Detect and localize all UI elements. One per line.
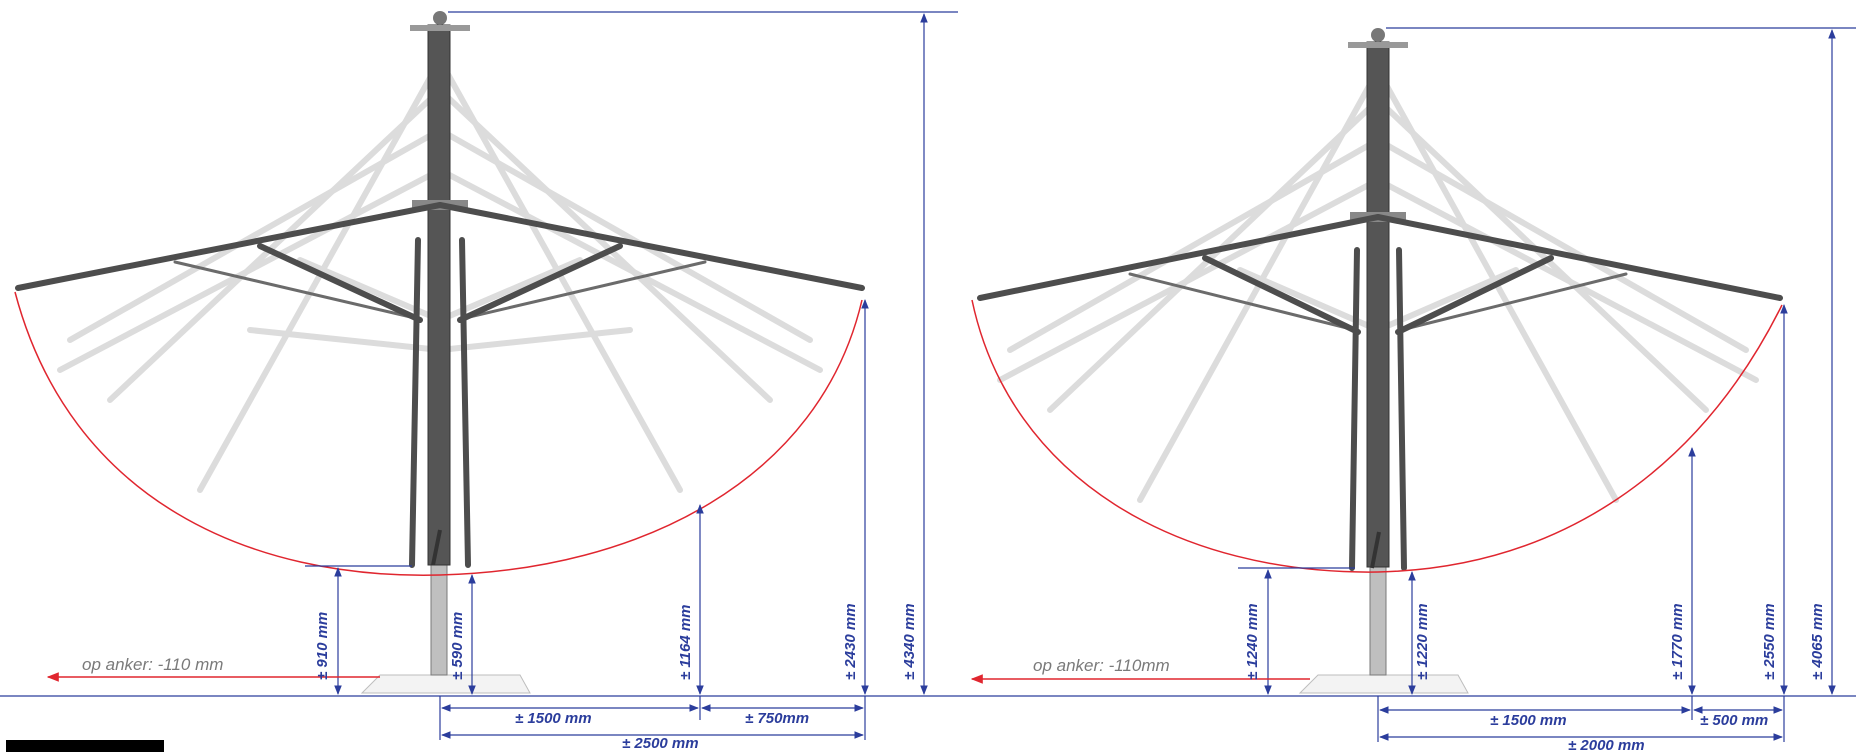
right-dim-1500: ± 1500 mm	[1490, 712, 1567, 729]
left-swing-arc	[14, 291, 863, 576]
corner-black-block	[6, 740, 164, 752]
right-dim-2550: ± 2550 mm	[1761, 603, 1778, 680]
left-dim-590: ± 590 mm	[449, 612, 466, 680]
left-base-plate	[360, 674, 531, 694]
right-dim-500: ± 500 mm	[1700, 712, 1768, 729]
right-rib-right	[1375, 214, 1783, 301]
left-mast	[427, 24, 451, 566]
left-dim-1164: ± 1164 mm	[677, 605, 694, 681]
right-dim-2000: ± 2000 mm	[1568, 737, 1645, 752]
right-top-knob	[1371, 28, 1385, 42]
left-dim-1500: ± 1500 mm	[515, 710, 592, 727]
left-rib-right	[437, 202, 865, 291]
right-top-cap	[1348, 42, 1408, 48]
right-dim-1240: ± 1240 mm	[1244, 603, 1261, 680]
left-umbrella	[14, 11, 865, 694]
right-anchor-note: op anker: -110mm	[1033, 656, 1170, 675]
right-swing-arc	[971, 299, 1783, 573]
left-dim-2430: ± 2430 mm	[842, 603, 859, 680]
left-dimensions: ± 910 mm ± 590 mm ± 1164 mm ± 2430 mm ± …	[0, 11, 962, 752]
left-dim-750: ± 750mm	[745, 710, 809, 727]
left-dim-910: ± 910 mm	[314, 612, 331, 680]
right-umbrella	[971, 28, 1783, 694]
right-dim-1770: ± 1770 mm	[1669, 603, 1686, 680]
left-dim-4340: ± 4340 mm	[901, 603, 918, 680]
right-mast	[1366, 41, 1390, 568]
left-rib-left	[15, 202, 443, 291]
left-ghost-frames	[57, 57, 823, 493]
right-dim-1220: ± 1220 mm	[1414, 603, 1431, 680]
left-top-knob	[433, 11, 447, 25]
left-anchor-note: op anker: -110 mm	[82, 655, 223, 674]
right-dimensions: ± 1240 mm ± 1220 mm ± 1770 mm ± 2550 mm …	[962, 27, 1856, 752]
left-dim-2500: ± 2500 mm	[622, 735, 699, 752]
right-base-plate	[1298, 674, 1469, 694]
left-top-cap	[410, 25, 470, 31]
right-rib-left	[977, 214, 1381, 301]
right-dim-4065: ± 4065 mm	[1809, 603, 1826, 680]
